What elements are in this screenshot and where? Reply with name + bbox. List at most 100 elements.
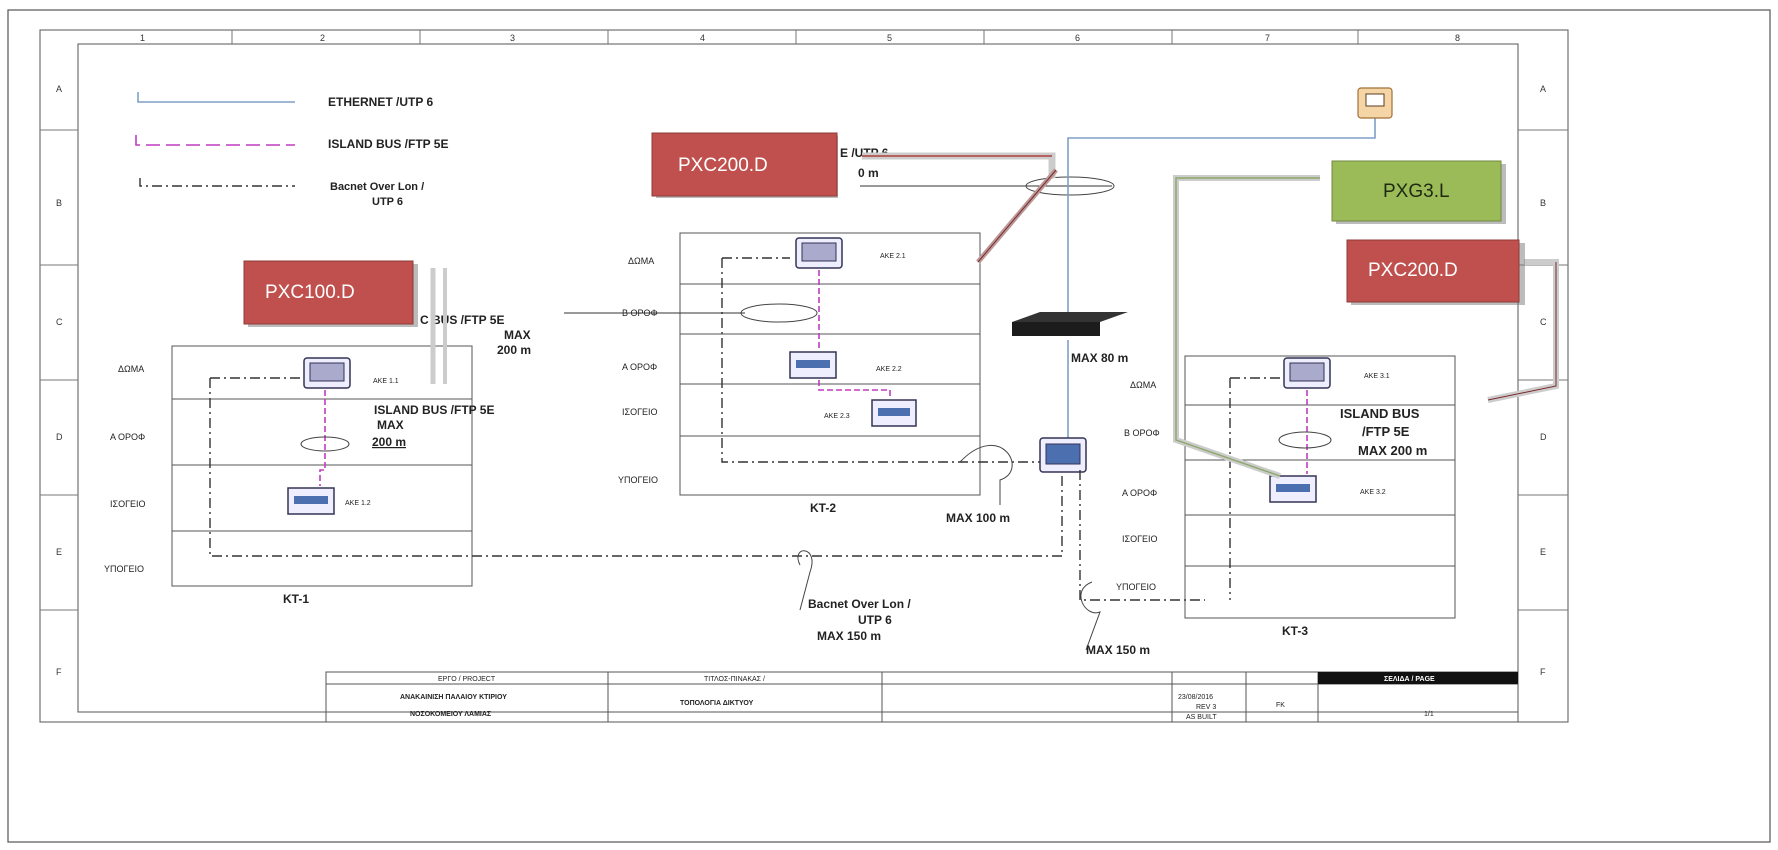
tb-page-head: ΣΕΛΙΔΑ / PAGE (1384, 676, 1435, 683)
tb-page-value: 1/1 (1424, 711, 1434, 718)
ake12-label: AKE 1.2 (345, 500, 371, 507)
legend-ethernet-line (137, 92, 295, 103)
kt3-note-2: /FTP 5E (1362, 424, 1410, 439)
ake31-label: AKE 3.1 (1364, 373, 1390, 380)
ethernet-uplink (1067, 116, 1376, 312)
tag-pxc100[interactable] (243, 260, 414, 325)
legend-island-bus-line (135, 135, 295, 146)
max150-loop-icon (1080, 581, 1101, 651)
tag-pxc100-label: PXC100.D (265, 282, 355, 303)
column-label-1: 1 (140, 33, 145, 43)
row-label-a-right: A (1540, 84, 1546, 94)
kt1-floor-basement: ΥΠΟΓΕΙΟ (104, 564, 144, 574)
legend-bacnet-label-1: Bacnet Over Lon / (330, 181, 424, 193)
tb-project-line1: ΑΝΑΚΑΙΝΙΣΗ ΠΑΛΑΙΟΥ ΚΤΙΡΙΟΥ (400, 694, 507, 701)
building-kt3 (1184, 355, 1456, 619)
bacnet-trunk-kt2 (721, 257, 1040, 463)
row-label-c-left: C (56, 317, 63, 327)
kt1-note-2: MAX (377, 418, 404, 432)
tag-pxc200-left-label: PXC200.D (678, 155, 768, 176)
kt2-cable-loop-icon (740, 303, 818, 323)
kt2-note-2: MAX (504, 328, 531, 342)
legend-ethernet-label: ETHERNET /UTP 6 (328, 95, 433, 109)
kt3-cable-loop-icon (1278, 431, 1332, 449)
workstation-screen-icon (1365, 93, 1385, 107)
tag-pxc200-right-label: PXC200.D (1368, 260, 1458, 281)
kt2-note-1: C BUS /FTP 5E (420, 313, 504, 327)
tb-title-head: ΤΙΤΛΟΣ-ΠΙΝΑΚΑΣ / (704, 676, 765, 683)
top-cable-loop-icon (1025, 176, 1115, 196)
callout-leaders (430, 152, 1559, 479)
ake31-screen-icon (1289, 362, 1325, 382)
kt1-label: KT-1 (283, 592, 309, 606)
kt2-floor-a: Α ΟΡΟΦ (622, 362, 657, 372)
bacnet-loop-icon (797, 550, 813, 611)
bacnet-note-2: UTP 6 (858, 613, 892, 627)
column-label-8: 8 (1455, 33, 1460, 43)
bacnet-note-3: MAX 150 m (817, 629, 881, 643)
kt1-note-1: ISLAND BUS /FTP 5E (374, 403, 494, 417)
kt2-note-3: 200 m (497, 343, 531, 357)
ake11-label: AKE 1.1 (373, 378, 399, 385)
legend-bacnet-line (139, 178, 295, 187)
kt3-floor-ground: ΙΣΟΓΕΙΟ (1122, 534, 1158, 544)
kt1-floor-a: Α ΟΡΟΦ (110, 432, 145, 442)
column-label-5: 5 (887, 33, 892, 43)
row-label-f-right: F (1540, 667, 1546, 677)
ake23-label: AKE 2.3 (824, 413, 850, 420)
column-label-6: 6 (1075, 33, 1080, 43)
row-label-e-right: E (1540, 547, 1546, 557)
tb-title-value: ΤΟΠΟΛΟΓΙΑ ΔΙΚΤΥΟΥ (680, 700, 754, 707)
ake12-ports-icon (294, 496, 328, 504)
legend-island-bus-label: ISLAND BUS /FTP 5E (328, 137, 448, 151)
building-kt2 (679, 232, 981, 496)
tag-pxc200-left[interactable] (651, 132, 838, 197)
bacnet-link-kt3 (1079, 470, 1205, 601)
kt2-floor-basement: ΥΠΟΓΕΙΟ (618, 475, 658, 485)
bacnet-note-1: Bacnet Over Lon / (808, 597, 911, 611)
kt3-floor-b: Β ΟΡΟΦ (1124, 428, 1160, 438)
kt3-note-3: MAX 200 m (1358, 443, 1427, 458)
ake21-screen-icon (801, 242, 837, 262)
row-label-b-right: B (1540, 198, 1546, 208)
bacnet-trunk-kt3 (1229, 377, 1282, 600)
max100-loop-icon (959, 445, 1013, 505)
column-label-2: 2 (320, 33, 325, 43)
max100-note: MAX 100 m (946, 511, 1010, 525)
row-label-e-left: E (56, 547, 62, 557)
central-screen-icon (1045, 443, 1081, 465)
tb-date: 23/08/2016 (1178, 694, 1213, 701)
ake21-label: AKE 2.1 (880, 253, 906, 260)
kt3-floor-a: Α ΟΡΟΦ (1122, 488, 1157, 498)
kt3-note-1: ISLAND BUS (1340, 406, 1420, 421)
tb-project-head: ΕΡΓΟ / PROJECT (438, 676, 496, 683)
ake23-ports-icon (878, 408, 910, 416)
column-label-3: 3 (510, 33, 515, 43)
row-ruler (40, 129, 1568, 611)
ake22-label: AKE 2.2 (876, 366, 902, 373)
tag-pxg3-label: PXG3.L (1383, 181, 1450, 202)
ake32-ports-icon (1276, 484, 1310, 492)
tb-project-line2: ΝΟΣΟΚΟΜΕΙΟΥ ΛΑΜΙΑΣ (410, 711, 491, 718)
kt1-note-3: 200 m (372, 435, 406, 449)
network-switch-top (1012, 312, 1128, 322)
kt3-floor-basement: ΥΠΟΓΕΙΟ (1116, 582, 1156, 592)
ake22-ports-icon (796, 360, 830, 368)
ake32-label: AKE 3.2 (1360, 489, 1386, 496)
kt1-floor-roof: ΔΩΜΑ (118, 364, 144, 374)
row-label-b-left: B (56, 198, 62, 208)
tag-pxc200-right[interactable] (1346, 239, 1520, 303)
kt2-island-bus-link (818, 270, 891, 398)
kt1-island-bus-link (319, 390, 326, 486)
kt3-label: KT-3 (1282, 624, 1308, 638)
tag-pxg3[interactable] (1331, 160, 1502, 222)
kt1-cable-loop-icon (300, 436, 350, 452)
outer-frame (7, 9, 1771, 843)
kt2-floor-ground: ΙΣΟΓΕΙΟ (622, 407, 658, 417)
max80-note: MAX 80 m (1071, 351, 1128, 365)
building-kt1 (171, 345, 473, 587)
row-label-d-left: D (56, 432, 63, 442)
column-label-7: 7 (1265, 33, 1270, 43)
row-label-c-right: C (1540, 317, 1547, 327)
